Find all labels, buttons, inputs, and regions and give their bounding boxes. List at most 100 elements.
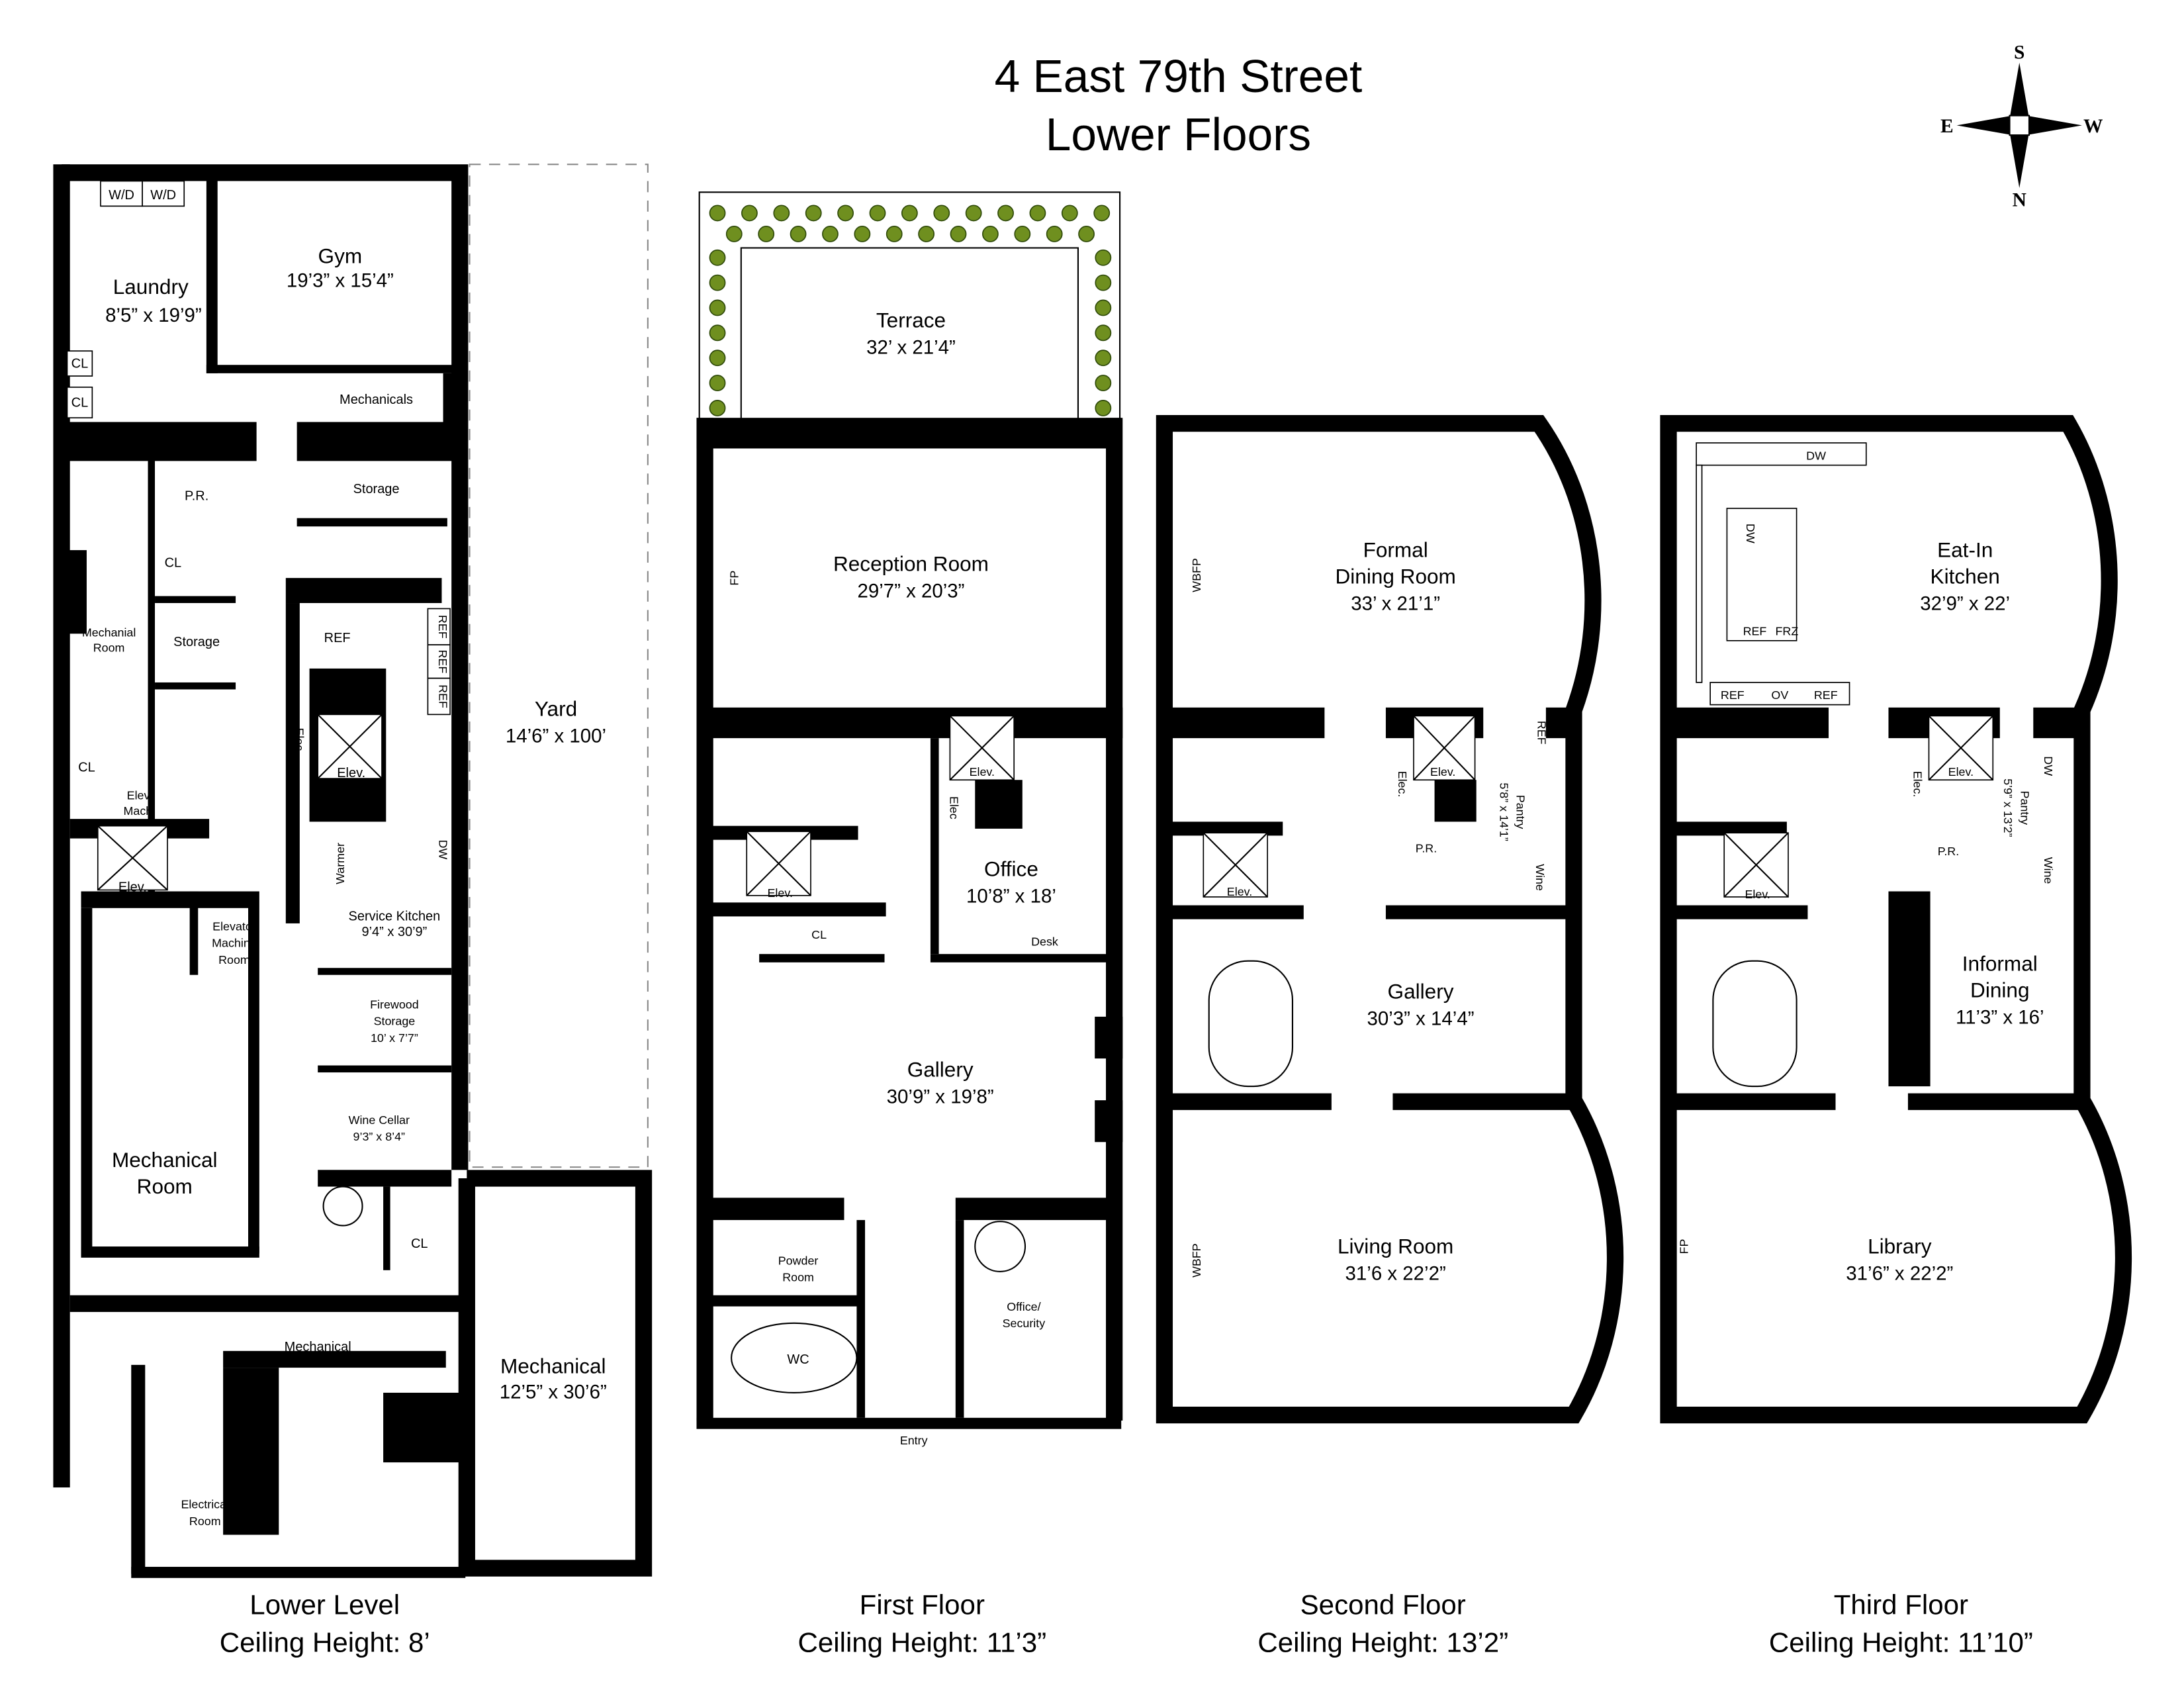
room-wc: WC [787,1352,809,1367]
label-elev: Elev. [768,886,793,900]
room-library: Library [1868,1235,1932,1258]
label-elec: Elec. [1911,771,1924,798]
room-laundry: Laundry [113,275,189,299]
room-mechanical-big: Mechanical [500,1354,606,1378]
room-reception-dim: 29’7” x 20’3” [857,581,964,602]
room-pantry: Pantry [2018,790,2031,825]
title-line2: Lower Floors [1046,109,1311,160]
label-ref: REF [1743,624,1767,637]
plant-icon [997,205,1014,222]
plant-icon [790,226,807,242]
room-pantry-dim: 5’9” x 13’2” [2001,778,2015,837]
room-elevator-machine-2: Machine [212,937,257,950]
label-ref: REF [436,615,449,639]
room-gym: Gym [318,244,363,268]
label-wd: W/D [109,188,134,203]
room-laundry-dim: 8’5” x 19’9” [105,305,202,326]
room-gallery: Gallery [1388,980,1454,1004]
room-mechanical-2: Room [137,1174,193,1198]
room-office: Office [984,857,1038,880]
room-kitchen: Eat-In [1937,538,1993,562]
label-wine: Wine [1533,864,1547,891]
room-electrical: Electrical [181,1498,230,1511]
lower-level-plan: Laundry 8’5” x 19’9” W/D W/D CL CL Gym 1… [53,164,653,1658]
label-fp: FP [728,571,741,586]
label-dw: DW [1744,524,1757,543]
label-elev: Elev. [970,765,995,778]
room-service-kitchen-dim: 9’4” x 30’9” [362,925,428,939]
room-mechanial-2: Room [93,641,125,655]
room-terrace-dim: 32’ x 21’4” [866,336,956,358]
room-security-2: Security [1003,1317,1046,1330]
label-cl: CL [411,1237,428,1251]
plant-icon [901,205,918,222]
label-cl: CL [78,761,95,775]
plant-icon [1095,249,1112,266]
plant-icon [886,226,903,242]
plant-icon [1095,274,1112,291]
second-floor-plan: Formal Dining Room 33’ x 21’1” WBFP Elev… [1156,414,1624,1658]
room-elevator-machine: Elevator [212,919,256,933]
room-pantry: Pantry [1514,795,1527,829]
label-elev: Elev. [1745,888,1770,901]
room-storage: Storage [353,482,400,496]
plant-icon [981,226,999,242]
label-frz: FRZ [1776,624,1799,637]
room-wine-cellar: Wine Cellar [349,1113,410,1127]
room-reception: Reception Room [833,552,989,576]
room-storage-2: Storage [173,635,220,649]
label-ov: OV [1771,688,1788,702]
label-elev: Elev. [1430,765,1455,778]
label-dw: DW [436,840,449,860]
label-wbfp: WBFP [1190,1243,1203,1278]
room-powder-2: Room [782,1271,814,1284]
label-elev: Elev. [118,880,147,895]
plant-icon [965,205,982,222]
third-floor-plan: Eat-In Kitchen 32’9” x 22’ DW DW REF FRZ… [1660,414,2132,1658]
room-powder: P.R. [1416,842,1437,855]
label-elev: Elev. [1948,765,1974,778]
room-mechanial: Mechanial [82,626,136,639]
room-yard: Yard [535,696,577,720]
room-dining-dim: 33’ x 21’1” [1351,593,1440,615]
label-ref: REF [436,650,449,674]
plant-icon [1095,400,1112,416]
room-powder: P.R. [185,489,208,503]
plant-icon [1046,226,1063,242]
room-dining-2: Dining Room [1335,565,1455,588]
label-dw: DW [1806,449,1826,462]
plant-icon [1095,324,1112,342]
plant-icon [741,205,758,222]
label-ref: REF [1814,688,1838,702]
plant-icon [709,299,726,316]
label-ref: REF [324,631,351,645]
room-firewood-2: Storage [374,1015,416,1028]
plant-icon [709,205,726,222]
label-elev: Elev. [337,766,365,780]
room-terrace: Terrace [876,308,946,332]
caption-lower: Lower Level [250,1589,400,1620]
plant-icon [1095,375,1112,392]
plant-icon [709,324,726,342]
plant-icon [758,226,775,242]
plant-icon [822,226,839,242]
room-gym-dim: 19’3” x 15’4” [287,269,394,291]
plant-icon [950,226,967,242]
ceiling-third: Ceiling Height: 11’10” [1769,1626,2033,1658]
label-ref: REF [1535,721,1548,745]
label-elev-mach-2: Mach. [124,804,156,818]
label-fp: FP [1677,1239,1690,1254]
plant-icon [709,375,726,392]
room-informal-dining-2: Dining [1970,978,2029,1002]
plant-icon [805,205,822,222]
caption-third: Third Floor [1834,1589,1968,1620]
plant-icon [918,226,935,242]
room-kitchen-dim: 32’9” x 22’ [1920,593,2010,615]
plant-icon [933,205,950,222]
room-mechanicals: Mechanicals [340,393,413,407]
label-wine: Wine [2042,857,2055,884]
label-ref: REF [436,684,449,708]
compass-rose-icon: S N E W [1940,42,2103,211]
plant-icon [1095,299,1112,316]
